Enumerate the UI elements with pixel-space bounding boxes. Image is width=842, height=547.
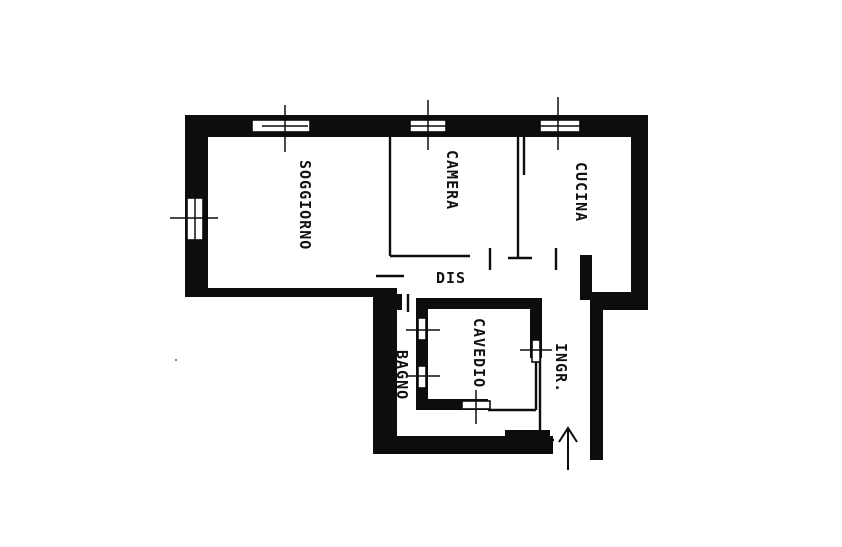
room-label-cucina: CUCINA: [572, 162, 590, 222]
room-label-dis: DIS: [436, 269, 466, 287]
arrow-up-icon: [558, 426, 578, 470]
windows: [170, 97, 584, 424]
room-label-ingr: INGR.: [552, 343, 570, 393]
room-label-cavedio: CAVEDIO: [470, 318, 488, 388]
room-label-soggiorno: SOGGIORNO: [296, 160, 314, 250]
room-label-bagno: BAGNO: [393, 350, 411, 400]
stray-mark: [175, 359, 177, 361]
room-label-camera: CAMERA: [443, 150, 461, 210]
